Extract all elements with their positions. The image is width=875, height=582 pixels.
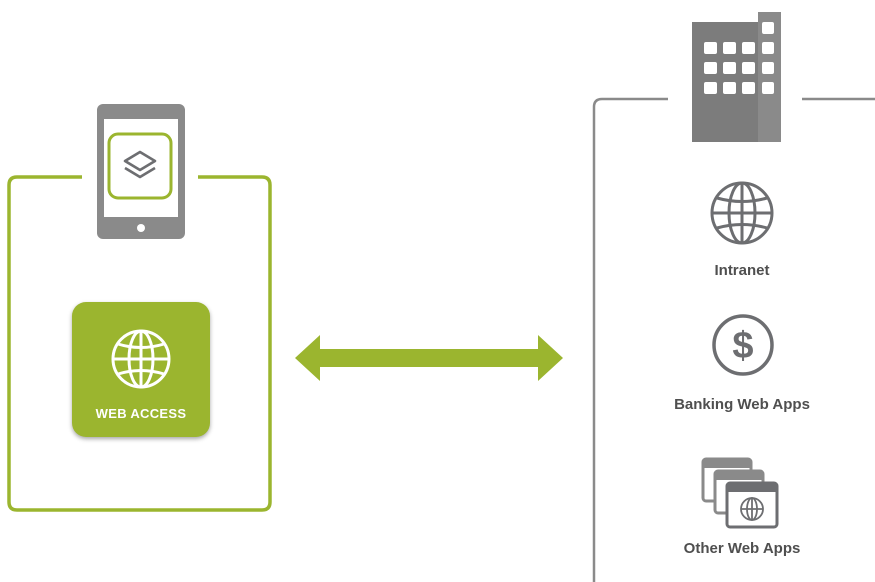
globe-icon bbox=[111, 329, 171, 389]
double-arrow-icon bbox=[295, 335, 563, 381]
web-access-label: WEB ACCESS bbox=[95, 406, 187, 421]
banking-web-apps-label: Banking Web Apps bbox=[674, 396, 810, 413]
other-web-apps-label: Other Web Apps bbox=[683, 540, 801, 557]
tablet-icon bbox=[97, 104, 185, 239]
layers-icon bbox=[107, 132, 173, 200]
globe-icon bbox=[710, 181, 774, 245]
web-access-tile[interactable]: WEB ACCESS bbox=[72, 302, 210, 437]
building-icon bbox=[692, 12, 781, 142]
browser-windows-icon bbox=[701, 457, 779, 529]
svg-text:$: $ bbox=[732, 325, 753, 367]
intranet-label: Intranet bbox=[714, 262, 770, 279]
dollar-icon: $ bbox=[712, 314, 774, 376]
